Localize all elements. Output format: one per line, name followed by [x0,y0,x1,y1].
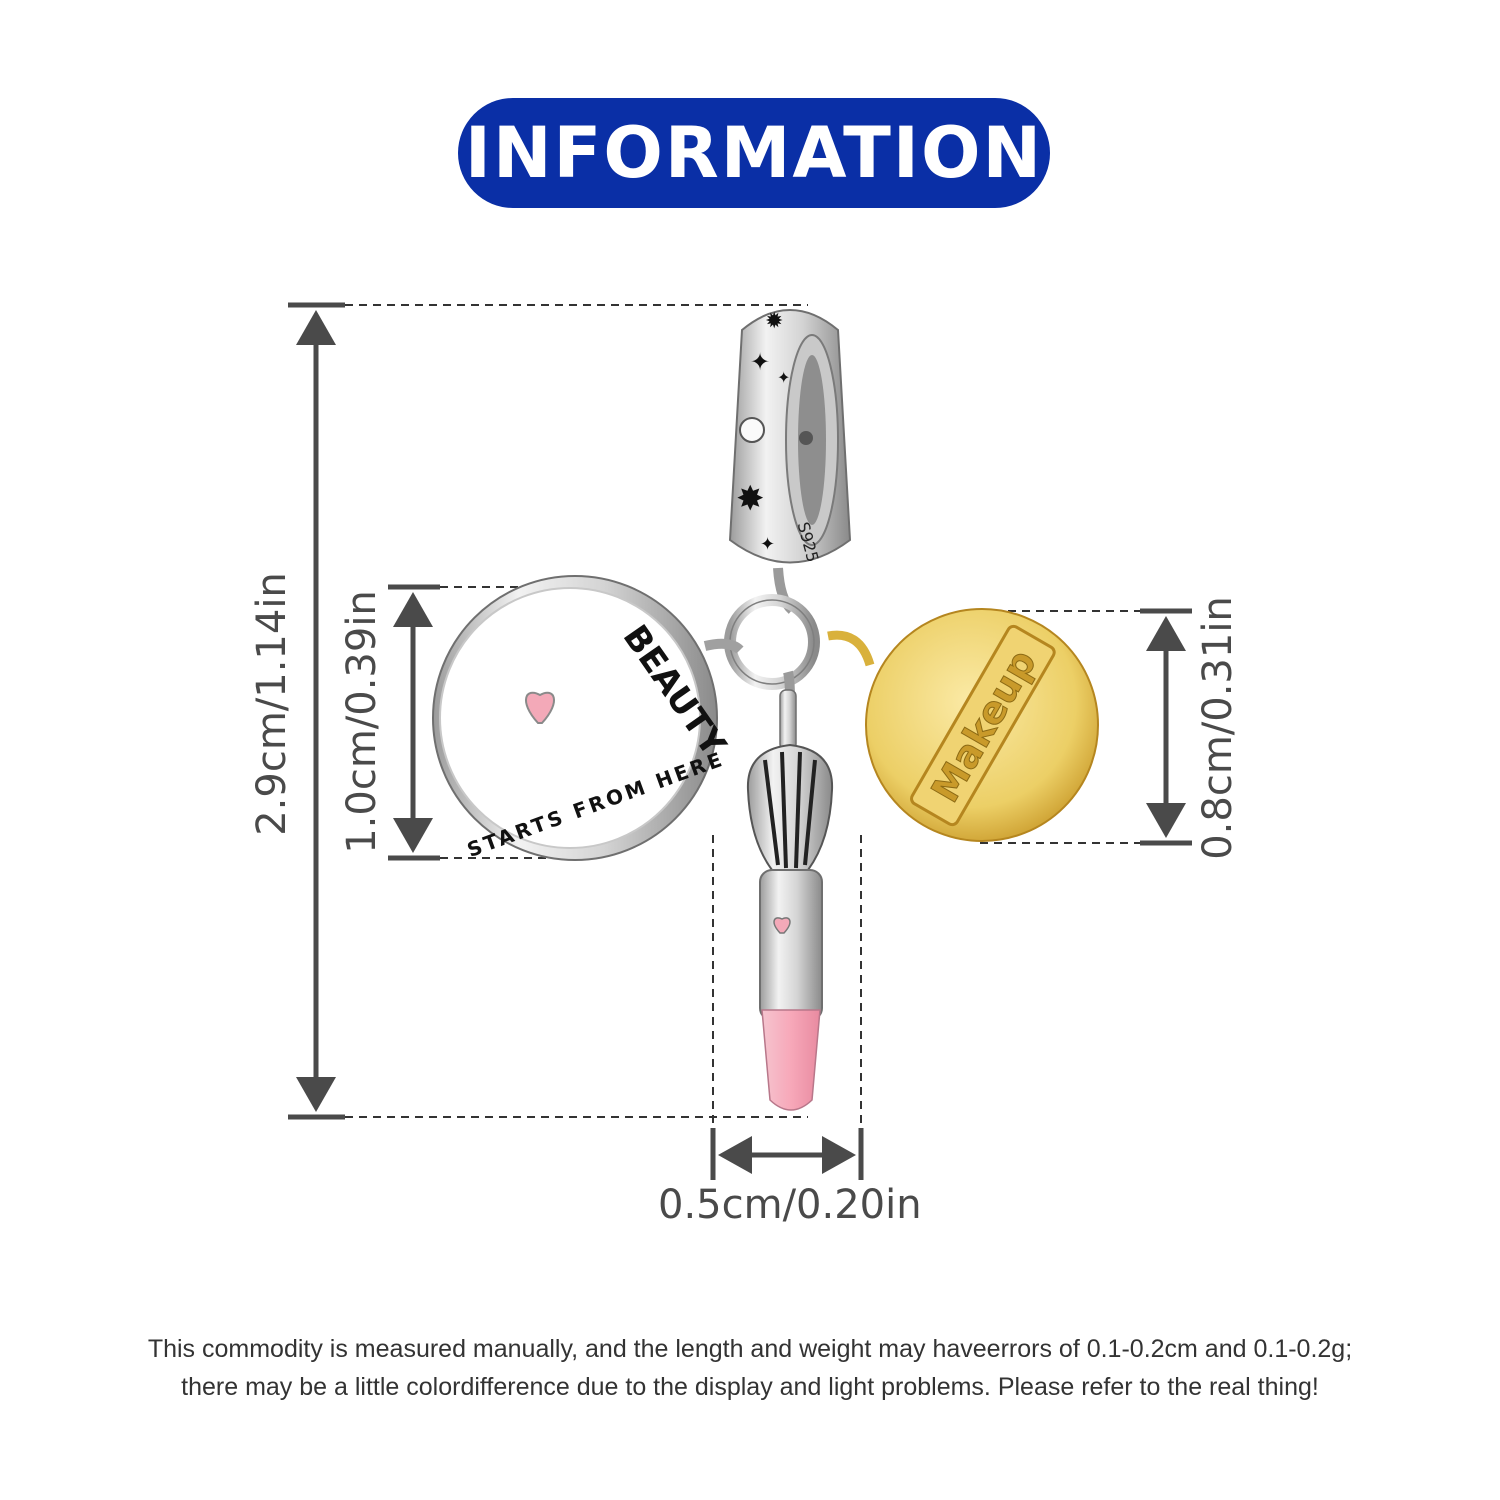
total-height-dimension [288,302,808,1120]
crystal-icon [739,417,765,443]
banner-title: INFORMATION [464,112,1044,194]
heart-icon [525,691,555,724]
medal-height-label: 0.8cm/0.31in [1195,596,1241,860]
star-icon: ✹ [765,308,783,333]
makeup-brush [746,670,834,1111]
heart-icon [773,917,791,934]
coin-height-label: 1.0cm/0.39in [339,590,385,854]
total-height-label: 2.9cm/1.14in [249,572,295,836]
sparkle-icon: ✦ [750,349,770,376]
brush-width-label: 0.5cm/0.20in [658,1182,922,1228]
makeup-medal: Makeup [827,608,1099,842]
sparkle-icon: ✦ [760,534,775,554]
spacer-bead: ✹ ✦ ✦ ✸ ✦ S925 [728,308,852,564]
sparkle-icon: ✦ [777,370,790,387]
bead-hole-icon [799,431,813,445]
information-banner: INFORMATION [458,98,1050,208]
star-icon: ✸ [736,480,765,518]
disclaimer-line-1: This commodity is measured manually, and… [147,1335,1353,1363]
coin-height-dimension [388,584,600,861]
brush-width-dimension [710,835,864,1180]
disclaimer-line-2: there may be a little colordifference du… [181,1373,1319,1401]
beauty-coin: BEAUTY STARTS FROM HERE [432,575,744,862]
measurement-disclaimer: This commodity is measured manually, and… [0,1330,1500,1406]
medal-height-dimension [980,608,1192,846]
